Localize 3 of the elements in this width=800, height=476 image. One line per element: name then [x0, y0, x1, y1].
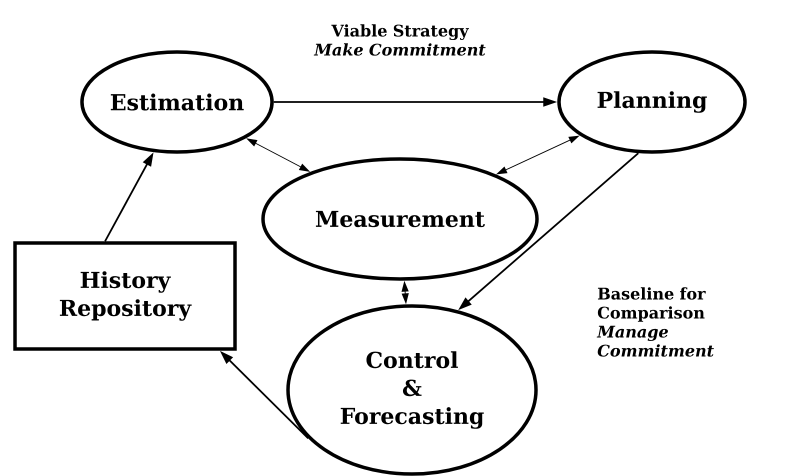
edge-label: Baseline for Comparison Manage Commitment: [596, 287, 714, 357]
edge-label: Viable Strategy Make Commitment: [314, 24, 486, 56]
repository-box: History Repository: [13, 241, 237, 351]
